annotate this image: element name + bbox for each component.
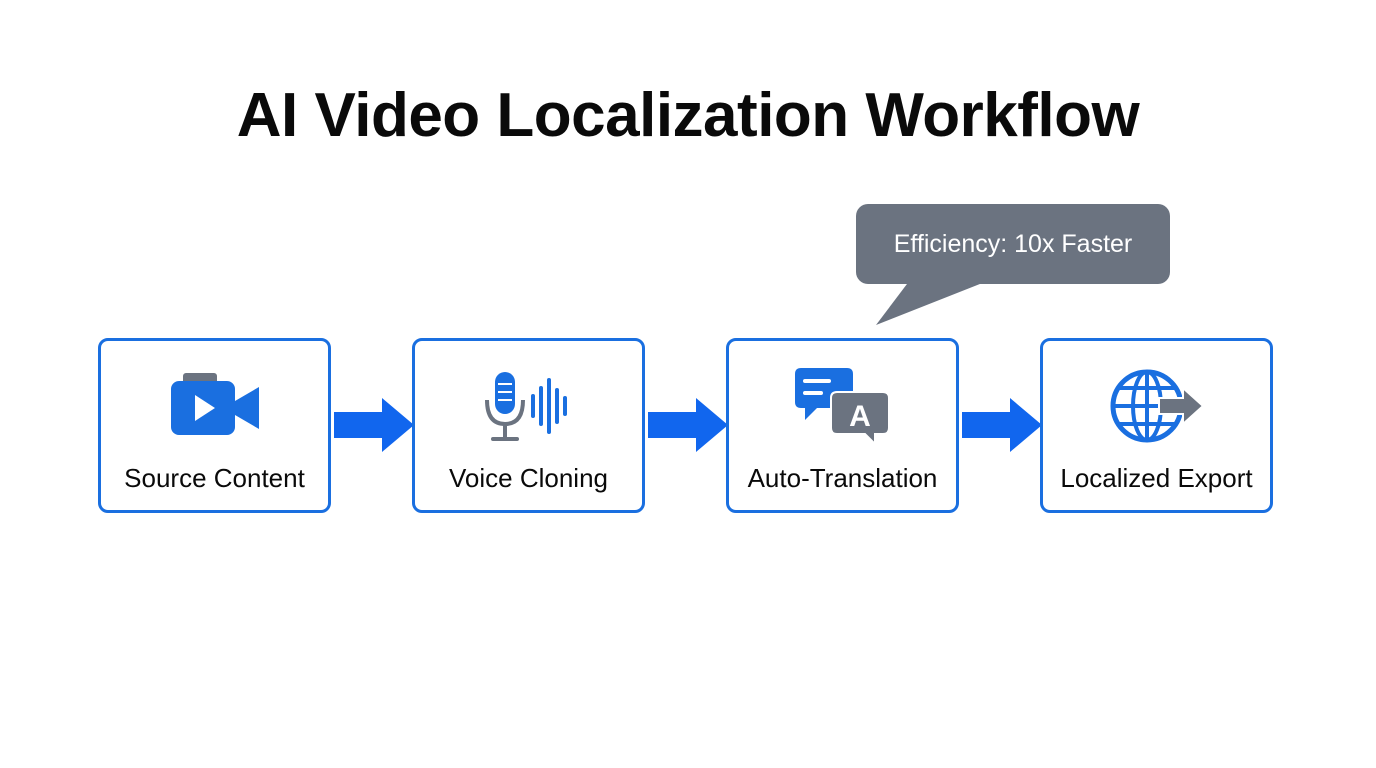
step-voice-cloning: Voice Cloning	[412, 338, 645, 513]
page-title: AI Video Localization Workflow	[236, 81, 1140, 150]
step-localized-export: Localized Export	[1040, 338, 1273, 513]
flow-arrow	[334, 398, 414, 452]
translation-chat-icon: A	[729, 361, 956, 451]
efficiency-callout: Efficiency: 10x Faster	[856, 204, 1170, 284]
step-label: Voice Cloning	[449, 463, 608, 493]
video-camera-icon	[101, 361, 328, 451]
callout-text: Efficiency: 10x Faster	[893, 229, 1133, 258]
step-label: Auto-Translation	[747, 463, 938, 493]
flow-arrow	[648, 398, 728, 452]
flow-arrow	[962, 398, 1042, 452]
step-label: Source Content	[124, 463, 305, 493]
step-auto-translation: A Auto-Translation	[726, 338, 959, 513]
step-source-content: Source Content	[98, 338, 331, 513]
microphone-waveform-icon	[415, 361, 642, 451]
globe-export-icon	[1043, 361, 1270, 451]
step-label: Localized Export	[1060, 463, 1253, 493]
svg-text:A: A	[849, 400, 871, 433]
